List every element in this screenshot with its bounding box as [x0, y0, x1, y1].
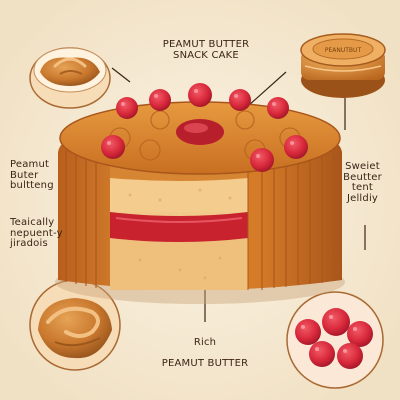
bottom-label-line1: Rich: [193, 336, 217, 348]
bottom-label-line2: Peamut Butter: [161, 357, 249, 369]
jar-lid-text: PEANUTBUT: [325, 47, 362, 54]
title-label: Peamut Butter Snack Cake: [162, 39, 250, 61]
left-mid-label: Teaically nepuent-y jiradois: [10, 217, 63, 249]
peanut-butter-bowl-icon: [29, 47, 111, 109]
cake-icon: [55, 83, 345, 304]
peanut-butter-jar-icon: PEANUTBUT: [300, 33, 386, 98]
bottom-label: Rich Peamut Butter: [150, 327, 260, 380]
right-label: Sweiet Beutter tent Jelldiy: [343, 161, 382, 204]
left-top-label: Peamut Buter bultteng: [10, 159, 54, 191]
raspberry-topping: [101, 83, 308, 172]
peanut-butter-swirl-icon: [29, 279, 121, 371]
raspberries-icon: [286, 291, 384, 389]
cake-cross-section: [110, 160, 249, 290]
